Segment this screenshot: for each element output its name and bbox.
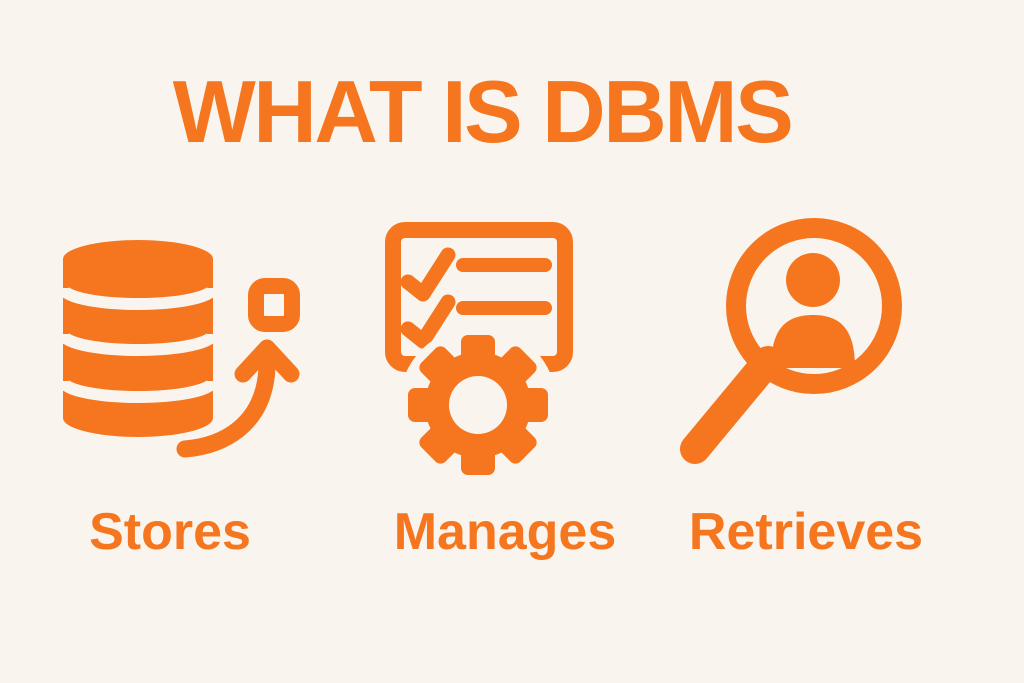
checkmark-icon [400,294,456,349]
database-upload-icon [57,240,300,458]
magnifier-icon [680,218,902,464]
data-block-icon [248,278,300,332]
checklist-gear-icon [385,222,573,484]
page-title: WHAT IS DBMS [172,62,794,161]
gear-icon [408,335,548,475]
database-stack-icon [57,240,219,437]
upload-arrow-icon [176,339,300,458]
user-icon [771,253,855,368]
label-retrieves: Retrieves [688,503,924,561]
checkmark-icon [400,247,456,302]
magnifier-user-icon [680,218,902,464]
label-stores: Stores [89,503,251,561]
label-manages: Manages [393,503,617,561]
